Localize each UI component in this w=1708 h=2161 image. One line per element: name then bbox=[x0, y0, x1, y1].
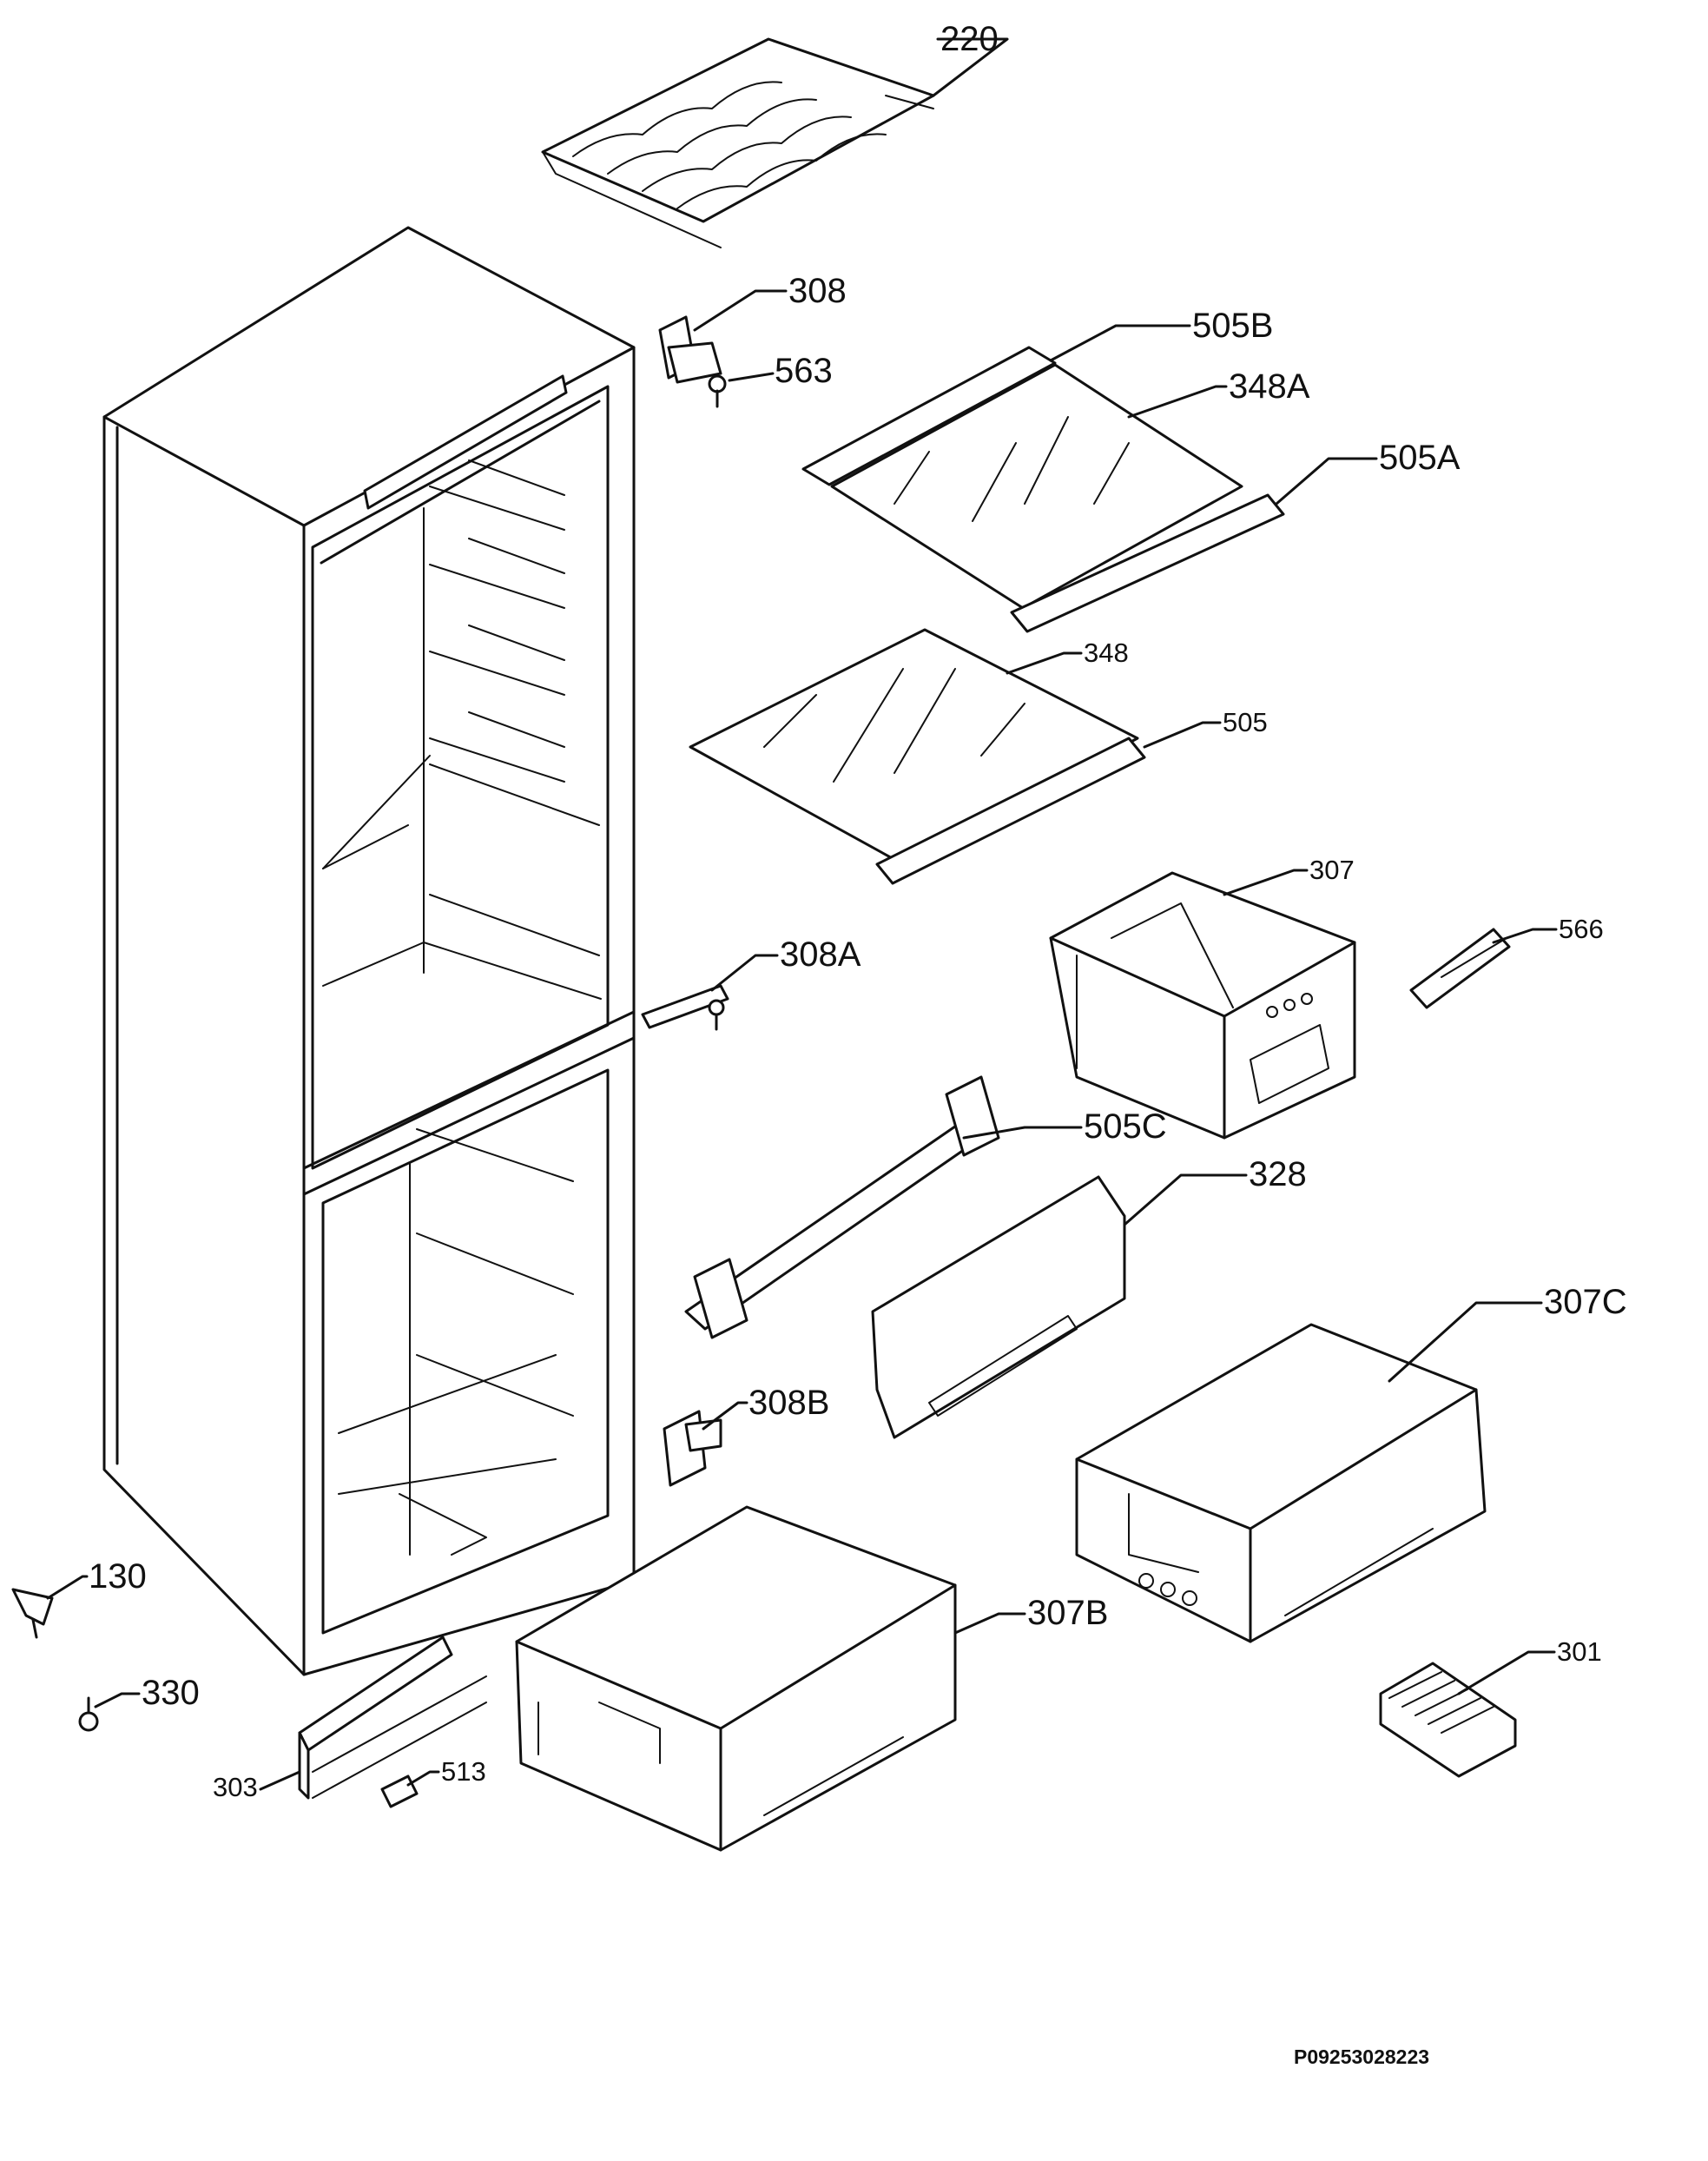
label-307: 307 bbox=[1309, 855, 1355, 885]
freezer-drawer-307b bbox=[515, 1505, 957, 1852]
label-130: 130 bbox=[89, 1557, 147, 1596]
label-505b: 505B bbox=[1192, 307, 1273, 345]
label-307b: 307B bbox=[1027, 1594, 1108, 1632]
clip-566 bbox=[1409, 928, 1511, 1009]
leader-lines bbox=[46, 37, 1558, 1791]
part-130 bbox=[11, 1588, 54, 1639]
part-labels: 220 308 563 505B 348A 505A 348 505 307 5… bbox=[89, 20, 1627, 1802]
shelf-trim-505a bbox=[1010, 493, 1285, 633]
hinge-308 bbox=[658, 315, 722, 384]
label-513: 513 bbox=[441, 1756, 486, 1787]
glass-shelf-348a bbox=[830, 363, 1243, 610]
label-330: 330 bbox=[142, 1674, 200, 1712]
label-328: 328 bbox=[1249, 1155, 1307, 1193]
label-308a: 308A bbox=[780, 935, 861, 974]
hinge-308b bbox=[663, 1410, 722, 1487]
freezer-drawer-307c bbox=[1075, 1323, 1487, 1643]
part-513 bbox=[380, 1774, 419, 1808]
label-220: 220 bbox=[940, 20, 999, 58]
hinge-308a bbox=[641, 984, 729, 1031]
label-307c: 307C bbox=[1544, 1283, 1627, 1321]
label-348a: 348A bbox=[1229, 367, 1310, 406]
wine-rack-220 bbox=[541, 37, 935, 248]
fridge-cabinet bbox=[102, 226, 636, 1676]
ice-tray-301 bbox=[1379, 1662, 1517, 1778]
label-308: 308 bbox=[788, 272, 847, 310]
flap-328 bbox=[871, 1175, 1126, 1439]
drawing-code: P09253028223 bbox=[1294, 2045, 1429, 2068]
profile-505c bbox=[684, 1075, 1000, 1339]
shelf-trim-505 bbox=[875, 737, 1146, 885]
plinth-303 bbox=[298, 1636, 487, 1800]
label-308b: 308B bbox=[748, 1384, 829, 1422]
shelf-trim-505b bbox=[801, 346, 1057, 486]
label-563: 563 bbox=[775, 352, 833, 390]
label-566: 566 bbox=[1559, 914, 1604, 944]
foot-330 bbox=[78, 1696, 99, 1732]
label-303: 303 bbox=[213, 1772, 258, 1802]
label-505c: 505C bbox=[1084, 1107, 1167, 1146]
label-505: 505 bbox=[1223, 707, 1268, 737]
label-505a: 505A bbox=[1379, 439, 1461, 477]
glass-shelf-348 bbox=[689, 628, 1139, 866]
label-301: 301 bbox=[1557, 1636, 1602, 1667]
label-348: 348 bbox=[1084, 638, 1129, 668]
crisper-box-307 bbox=[1049, 871, 1356, 1140]
screw-563 bbox=[708, 374, 727, 408]
